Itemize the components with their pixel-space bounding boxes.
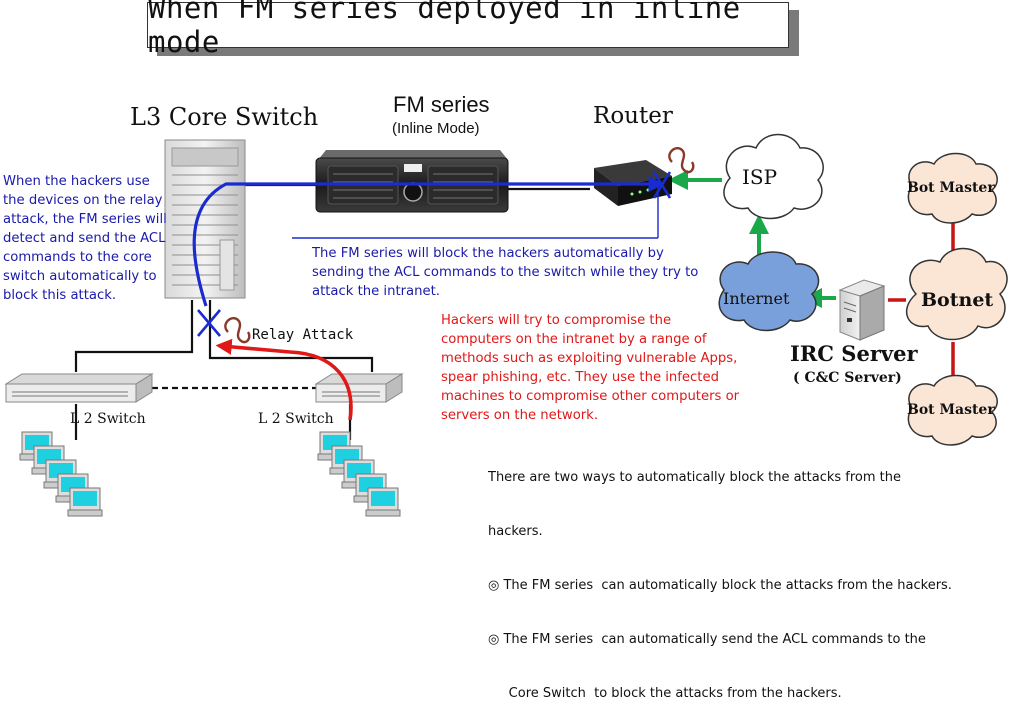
block-note-line: sending the ACL commands to the switch w… xyxy=(312,265,699,280)
relay-note-line: the devices on the relay xyxy=(3,193,163,208)
pc-stack-left xyxy=(19,431,103,517)
fm-series-device xyxy=(315,150,509,213)
relay-note-line: detect and send the ACL xyxy=(3,231,166,246)
bot-master-bottom-label: Bot Master xyxy=(907,402,995,418)
l2-switch-right-device xyxy=(314,373,404,403)
hacker-note-line: Hackers will try to compromise the xyxy=(441,313,672,328)
cc-server-label: ( C&C Server) xyxy=(793,370,902,386)
relay-note: When the hackers use the devices on the … xyxy=(3,172,173,305)
relay-attack-label: Relay Attack xyxy=(252,327,354,343)
relay-note-line: block this attack. xyxy=(3,288,117,303)
core-switch-device xyxy=(164,139,246,299)
router-label: Router xyxy=(593,103,673,129)
block-note-line: The FM series will block the hackers aut… xyxy=(312,246,664,261)
relay-note-line: attack, the FM series will xyxy=(3,212,167,227)
hacker-note-line: machines to compromise other computers o… xyxy=(441,389,740,404)
hacker-icon-core xyxy=(224,317,251,344)
l2-switch-left-label: L 2 Switch xyxy=(70,411,146,427)
block-mark-router xyxy=(652,171,672,199)
block-note-line: attack the intranet. xyxy=(312,284,440,299)
l2-switch-right-label: L 2 Switch xyxy=(258,411,334,427)
internet-label: Internet xyxy=(723,289,790,308)
isp-cloud xyxy=(723,133,824,220)
block-note: The FM series will block the hackers aut… xyxy=(312,244,712,301)
core-switch-label: L3 Core Switch xyxy=(130,103,319,131)
hacker-note-line: computers on the intranet by a range of xyxy=(441,332,707,347)
hacker-note-line: servers on the network. xyxy=(441,408,599,423)
pc-stack-right xyxy=(317,431,401,517)
irc-server-label: IRC Server xyxy=(790,341,918,366)
network-diagram xyxy=(4,133,1008,517)
bot-master-bottom-cloud xyxy=(907,374,998,446)
relay-note-line: switch automatically to xyxy=(3,269,157,284)
isp-label: ISP xyxy=(742,165,778,189)
hacker-note-line: methods such as exploiting vulnerable Ap… xyxy=(441,351,738,366)
block-mark-core xyxy=(197,309,221,337)
botnet-cloud xyxy=(905,247,1008,341)
l2-switch-left-device xyxy=(4,373,154,403)
fm-mode-label: (Inline Mode) xyxy=(392,120,480,137)
hacker-note: Hackers will try to compromise the compu… xyxy=(441,311,761,425)
bot-master-top-cloud xyxy=(907,152,998,224)
summary-line: ◎ The FM series can automatically send t… xyxy=(488,632,926,647)
summary-line: hackers. xyxy=(488,524,543,539)
blue-block-arrow xyxy=(192,176,665,307)
bot-master-top-label: Bot Master xyxy=(907,180,995,196)
summary-line: Core Switch to block the attacks from th… xyxy=(488,686,842,701)
fm-series-label: FM series xyxy=(393,92,490,117)
hacker-icon-router xyxy=(668,147,695,174)
summary-line: There are two ways to automatically bloc… xyxy=(488,470,901,485)
relay-note-line: commands to the core xyxy=(3,250,152,265)
irc-server-device xyxy=(838,279,886,341)
botnet-label: Botnet xyxy=(921,289,994,311)
relay-note-line: When the hackers use xyxy=(3,174,150,189)
hacker-note-line: spear phishing, etc. They use the infect… xyxy=(441,370,719,385)
summary-line: ◎ The FM series can automatically block … xyxy=(488,578,952,593)
red-relay-arrow xyxy=(215,338,353,421)
internet-cloud xyxy=(718,251,820,332)
summary-note: There are two ways to automatically bloc… xyxy=(488,433,1003,721)
